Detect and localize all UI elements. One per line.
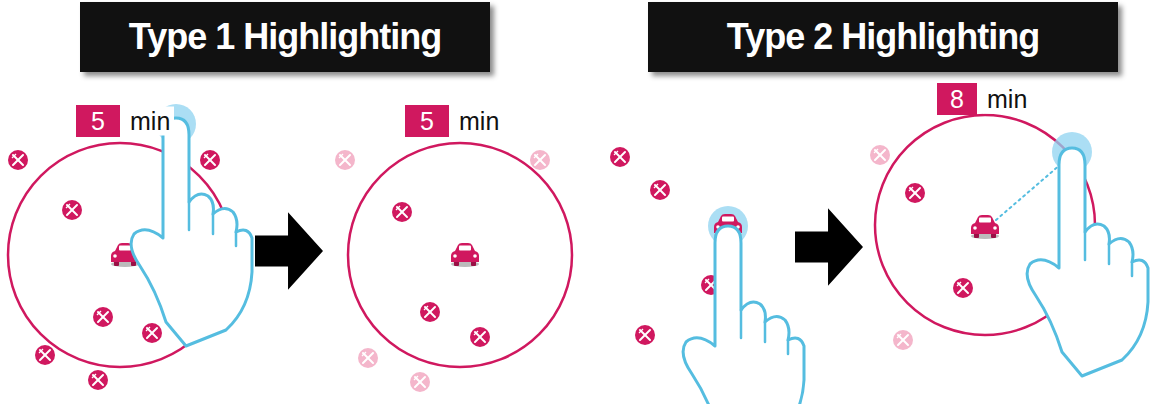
drag-line [996, 158, 1068, 220]
time-tag: 8min [937, 83, 977, 115]
time-value: 5 [91, 107, 105, 136]
transition-arrow [255, 212, 323, 290]
restaurant-icon [62, 200, 82, 220]
restaurant-icon [200, 150, 220, 170]
heading-text: Type 1 Highlighting [129, 16, 441, 58]
faded-restaurant-icon [530, 150, 550, 170]
transition-arrow [795, 208, 863, 286]
faded-restaurant-icon [335, 150, 355, 170]
time-value: 8 [950, 85, 964, 114]
restaurant-icon [953, 278, 973, 298]
restaurant-icon [392, 202, 412, 222]
restaurant-icon [142, 323, 162, 343]
faded-restaurant-icon [870, 145, 890, 165]
time-unit: min [455, 107, 503, 136]
time-tag: 5min [405, 105, 449, 137]
time-tag: 5min [76, 105, 120, 137]
hand-icon [1027, 148, 1148, 376]
car-icon [451, 243, 479, 267]
restaurant-icon [905, 183, 925, 203]
faded-restaurant-icon [410, 372, 430, 392]
restaurant-icon [420, 302, 440, 322]
restaurant-icon [635, 325, 655, 345]
faded-restaurant-icon [358, 348, 378, 368]
heading-text: Type 2 Highlighting [727, 16, 1039, 58]
restaurant-icon [88, 370, 108, 390]
time-value: 5 [420, 107, 434, 136]
heading-box: Type 1 Highlighting [80, 2, 490, 72]
restaurant-icon [610, 147, 630, 167]
car-icon [971, 215, 999, 239]
hand-icon [683, 226, 804, 404]
time-unit: min [126, 107, 174, 136]
restaurant-icon [35, 345, 55, 365]
restaurant-icon [650, 180, 670, 200]
range-circle [348, 143, 572, 367]
hand-icon [131, 118, 252, 346]
heading-box: Type 2 Highlighting [648, 2, 1118, 72]
restaurant-icon [8, 150, 28, 170]
restaurant-icon [93, 307, 113, 327]
restaurant-icon [470, 327, 490, 347]
faded-restaurant-icon [893, 330, 913, 350]
time-unit: min [983, 85, 1031, 114]
